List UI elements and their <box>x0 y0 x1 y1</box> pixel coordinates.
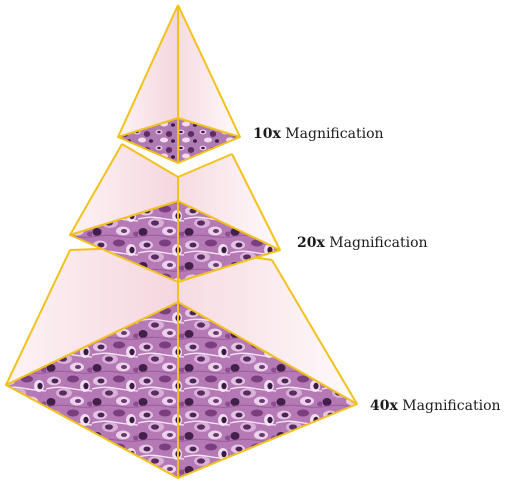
label-20x-value: 20x <box>297 235 325 251</box>
label-40x-magnification: 40x Magnification <box>370 398 501 414</box>
pyramid-section-10x <box>118 5 240 163</box>
label-20x-magnification: 20x Magnification <box>297 235 428 251</box>
label-10x-value: 10x <box>253 126 281 142</box>
label-10x-magnification: 10x Magnification <box>253 126 384 142</box>
label-10x-text: Magnification <box>285 126 383 142</box>
label-40x-value: 40x <box>370 398 398 414</box>
label-20x-text: Magnification <box>329 235 427 251</box>
label-40x-text: Magnification <box>402 398 500 414</box>
